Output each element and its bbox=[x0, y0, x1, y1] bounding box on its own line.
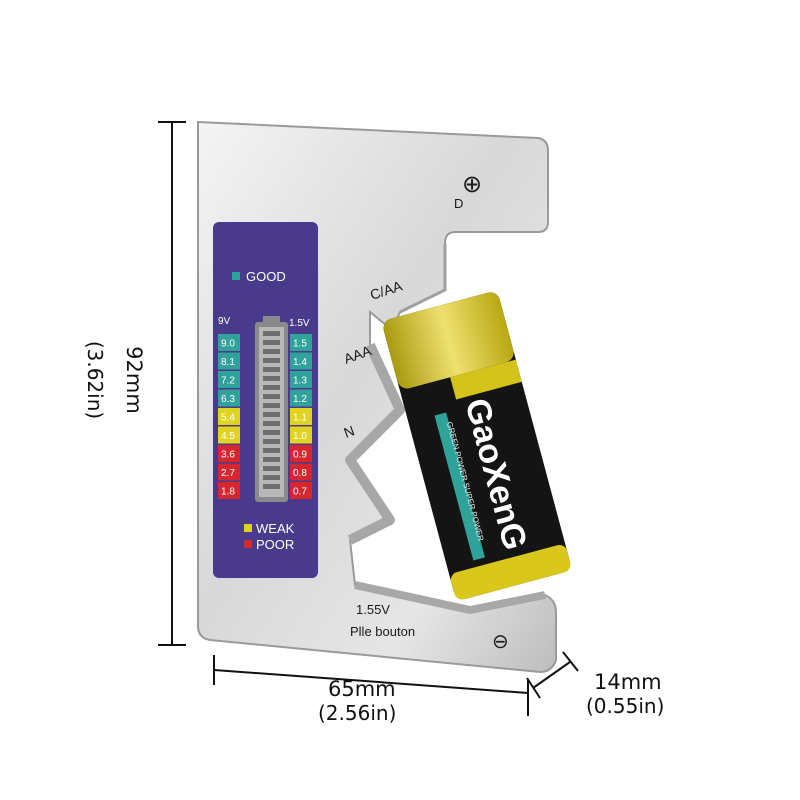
gauge-segment bbox=[263, 349, 280, 354]
right-scale-value: 0.7 bbox=[293, 487, 307, 498]
right-scale-value: 0.9 bbox=[293, 450, 307, 461]
gauge-segment bbox=[263, 412, 280, 417]
good-legend-swatch bbox=[232, 272, 240, 280]
button-voltage-label: 1.55V bbox=[356, 602, 390, 617]
gauge-segment bbox=[263, 484, 280, 489]
left-scale-cell bbox=[218, 371, 240, 388]
minus-terminal-icon: ⊖ bbox=[492, 631, 509, 653]
height-in-text: (3.62in) bbox=[83, 340, 108, 420]
height-inch-label: (3.62in) bbox=[83, 341, 107, 419]
right-scale-value: 1.3 bbox=[293, 376, 307, 387]
gauge-segment bbox=[263, 475, 280, 480]
height-dimension-label: 92mm bbox=[122, 346, 146, 414]
left-scale-cell bbox=[218, 463, 240, 481]
gauge-segment bbox=[263, 403, 280, 408]
gauge-segment bbox=[263, 376, 280, 381]
left-scale-value: 6.3 bbox=[221, 394, 235, 405]
left-scale-cell bbox=[218, 445, 240, 462]
width-dimension-line bbox=[213, 655, 529, 716]
gauge-terminal bbox=[263, 316, 280, 324]
weak-label: WEAK bbox=[256, 521, 295, 536]
right-scale-value: 1.1 bbox=[293, 413, 307, 424]
gauge-segment bbox=[263, 448, 280, 453]
right-scale-value: 0.8 bbox=[293, 468, 307, 479]
weak-legend-swatch bbox=[244, 524, 252, 532]
right-scale-cell bbox=[290, 352, 312, 370]
left-scale-value: 4.5 bbox=[221, 431, 235, 442]
right-scale-cell bbox=[290, 482, 312, 499]
gauge-segment bbox=[263, 430, 280, 435]
left-scale-cell bbox=[218, 482, 240, 499]
depth-dimension-line bbox=[526, 651, 579, 699]
gauge-segment bbox=[263, 358, 280, 363]
width-inch-label: (2.56in) bbox=[318, 701, 397, 725]
battery-base-stripe bbox=[450, 544, 571, 600]
left-scale-cell bbox=[218, 334, 240, 351]
gauge-segment bbox=[263, 439, 280, 444]
left-voltage-scale: 9.0 8.1 7.2 6.3 5.4 4.5 3.6 2.7 1.8 bbox=[218, 334, 240, 499]
poor-label: POOR bbox=[256, 537, 294, 552]
right-scale-cell bbox=[290, 371, 312, 388]
poor-legend-swatch bbox=[244, 540, 252, 548]
right-scale-value: 1.2 bbox=[293, 394, 307, 405]
left-scale-cell bbox=[218, 389, 240, 407]
left-scale-cell bbox=[218, 426, 240, 444]
left-scale-value: 1.8 bbox=[221, 487, 235, 498]
left-scale-cell bbox=[218, 352, 240, 370]
gauge-segments bbox=[263, 331, 280, 489]
battery-cap-edge bbox=[399, 359, 522, 400]
left-scale-value: 7.2 bbox=[221, 376, 235, 387]
right-scale-value: 1.0 bbox=[293, 431, 307, 442]
height-dimension-line bbox=[158, 121, 186, 646]
right-scale-cell bbox=[290, 389, 312, 407]
good-label: GOOD bbox=[246, 269, 286, 284]
left-scale-value: 9.0 bbox=[221, 339, 235, 350]
slot-label-d: D bbox=[454, 196, 463, 211]
gauge-segment bbox=[263, 331, 280, 336]
right-scale-cell bbox=[290, 408, 312, 425]
right-scale-header: 1.5V bbox=[289, 318, 310, 329]
gauge-segment bbox=[263, 394, 280, 399]
right-scale-cell bbox=[290, 426, 312, 444]
right-scale-value: 1.4 bbox=[293, 357, 307, 368]
width-mm-label: 65mm bbox=[328, 677, 396, 701]
left-scale-cell bbox=[218, 408, 240, 425]
gauge-segment bbox=[263, 367, 280, 372]
right-scale-cell bbox=[290, 463, 312, 481]
gauge-segment bbox=[263, 466, 280, 471]
left-scale-header: 9V bbox=[218, 316, 231, 327]
gauge-segment bbox=[263, 457, 280, 462]
battery-cap bbox=[383, 292, 514, 389]
gauge-segment bbox=[263, 340, 280, 345]
right-scale-cell bbox=[290, 334, 312, 351]
height-mm-text: 92mm bbox=[121, 346, 146, 414]
gauge-segment bbox=[263, 421, 280, 426]
depth-mm-label: 14mm bbox=[594, 670, 662, 694]
aa-battery: GaoXenG GREEN POWER SUPER POWER bbox=[383, 292, 571, 600]
lcd-panel: GOOD 9V 1.5V 9.0 8.1 7.2 6.3 5.4 4.5 3.6 2.7 1.8… bbox=[213, 222, 318, 578]
left-scale-value: 5.4 bbox=[221, 413, 235, 424]
right-scale-value: 1.5 bbox=[293, 339, 307, 350]
depth-inch-label: (0.55in) bbox=[586, 694, 665, 718]
button-cell-label: Plle bouton bbox=[350, 624, 415, 639]
plus-terminal-icon: ⊕ bbox=[462, 171, 482, 198]
right-voltage-scale: 1.5 1.4 1.3 1.2 1.1 1.0 0.9 0.8 0.7 bbox=[290, 334, 312, 499]
left-scale-value: 3.6 bbox=[221, 450, 235, 461]
gauge-segment bbox=[263, 385, 280, 390]
right-scale-cell bbox=[290, 445, 312, 462]
battery-green-stripe bbox=[434, 412, 485, 561]
left-scale-value: 2.7 bbox=[221, 468, 235, 479]
left-scale-value: 8.1 bbox=[221, 357, 235, 368]
